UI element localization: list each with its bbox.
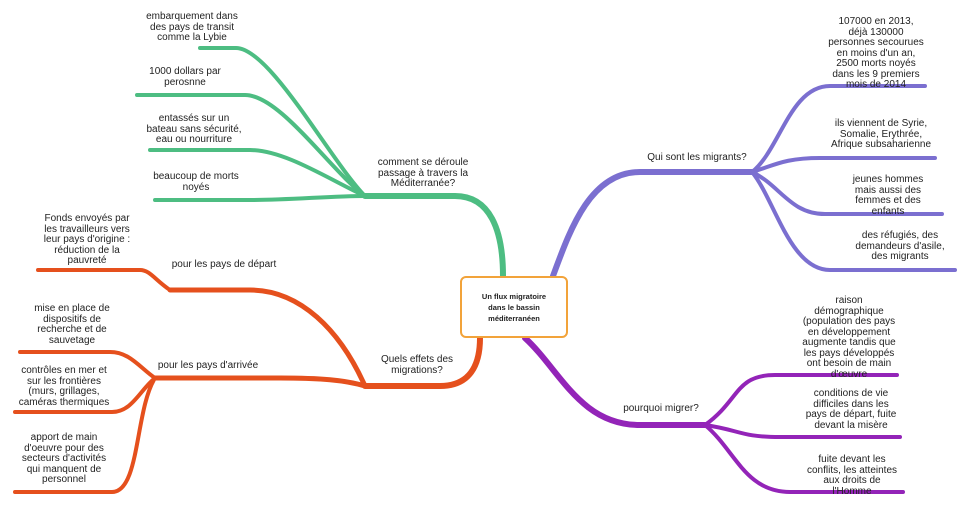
orange-leaf-arrivee-1[interactable]: mise en place de dispositifs de recherch… — [34, 303, 110, 346]
green-leaf-3-connector — [148, 148, 367, 198]
blue-leaf-1-connector — [750, 84, 927, 174]
orange-sub-depart-connector — [167, 287, 368, 389]
green-leaf-2-connector — [135, 93, 367, 198]
orange-sub-arrivee-connector — [152, 375, 368, 389]
central-topic-title: Un flux migratoire dans le bassin médite… — [481, 291, 547, 323]
orange-connectors — [13, 268, 483, 494]
orange-leaf-arrivee-2[interactable]: contrôles en mer et sur les frontières (… — [18, 365, 110, 408]
purple-leaf-1[interactable]: raison démographique (population des pay… — [802, 295, 896, 380]
purple-branch-label[interactable]: pourquoi migrer? — [623, 403, 699, 414]
orange-leaf-arrivee-3-connector — [13, 376, 157, 494]
orange-leaf-depart-connector — [36, 268, 172, 292]
blue-leaf-1[interactable]: 107000 en 2013, déjà 130000 personnes se… — [828, 16, 924, 90]
purple-main-connector — [522, 335, 708, 428]
orange-leaf-arrivee-1-connector — [18, 350, 157, 380]
purple-leaf-1-connector — [703, 373, 899, 427]
blue-leaf-3[interactable]: jeunes hommes mais aussi des femmes et d… — [852, 174, 924, 217]
green-leaf-4[interactable]: beaucoup de morts noyés — [153, 171, 239, 193]
green-leaf-2[interactable]: 1000 dollars par perosnne — [149, 66, 221, 88]
central-topic-box[interactable]: Un flux migratoire dans le bassin médite… — [460, 276, 568, 338]
green-leaf-1-connector — [198, 46, 367, 198]
purple-leaf-3-connector — [703, 423, 905, 494]
green-leaf-4-connector — [153, 194, 367, 202]
orange-leaf-depart[interactable]: Fonds envoyés par les travailleurs vers … — [43, 213, 131, 266]
blue-leaf-4-connector — [750, 170, 957, 272]
blue-leaf-4[interactable]: des réfugiés, des demandeurs d'asile, de… — [855, 230, 945, 262]
green-leaf-1[interactable]: embarquement dans des pays de transit co… — [146, 11, 238, 43]
green-leaf-3[interactable]: entassés sur un bateau sans sécurité, ea… — [146, 113, 242, 145]
blue-leaf-3-connector — [750, 170, 944, 216]
blue-main-connector — [550, 169, 755, 279]
green-branch-label[interactable]: comment se déroule passage à travers la … — [377, 157, 469, 189]
purple-connectors — [522, 335, 905, 494]
green-connectors — [135, 46, 506, 279]
blue-branch-label[interactable]: Qui sont les migrants? — [647, 152, 747, 163]
purple-leaf-2[interactable]: conditions de vie difficiles dans les pa… — [805, 388, 897, 431]
blue-connectors — [550, 84, 957, 279]
orange-main-connector — [362, 335, 483, 389]
purple-leaf-2-connector — [703, 423, 902, 439]
orange-sub-depart-label[interactable]: pour les pays de départ — [171, 259, 277, 270]
blue-leaf-2-connector — [750, 156, 937, 174]
orange-leaf-arrivee-3[interactable]: apport de main d'oeuvre pour des secteur… — [21, 432, 107, 485]
orange-branch-label[interactable]: Quels effets des migrations? — [380, 354, 454, 376]
orange-sub-arrivee-label[interactable]: pour les pays d'arrivée — [157, 360, 259, 371]
blue-leaf-2[interactable]: ils viennent de Syrie, Somalie, Erythrée… — [830, 118, 932, 150]
green-main-connector — [362, 193, 506, 279]
purple-leaf-3[interactable]: fuite devant les conflits, les atteintes… — [806, 454, 898, 497]
